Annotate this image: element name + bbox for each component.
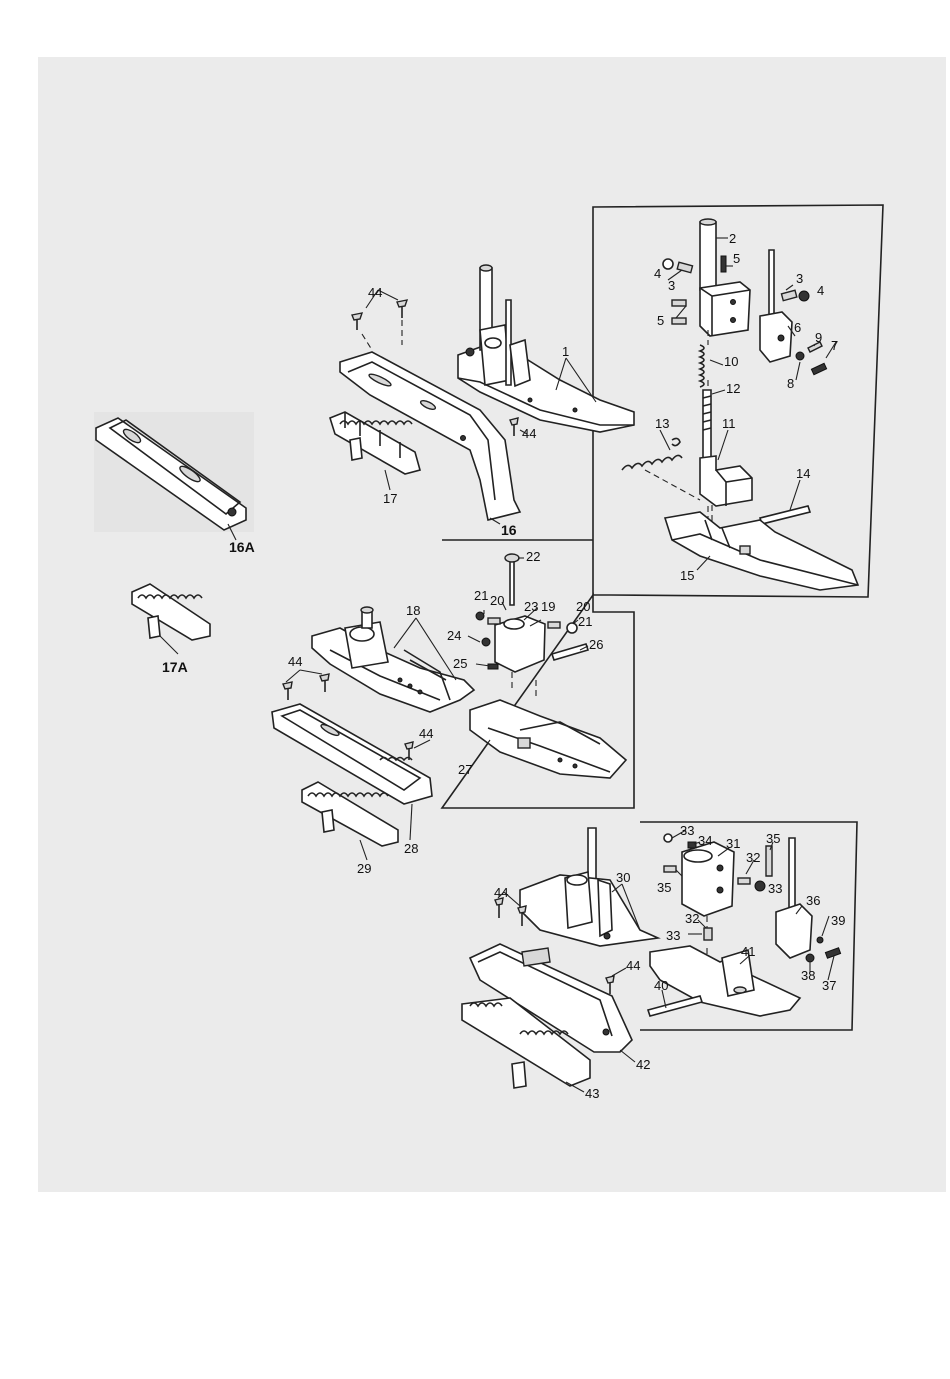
presser-bar-block bbox=[700, 282, 750, 336]
callout-32: 32 bbox=[685, 911, 699, 926]
callout-29: 29 bbox=[357, 861, 371, 876]
presser-foot-assembly-1 bbox=[458, 265, 634, 432]
callout-22: 22 bbox=[526, 549, 540, 564]
callout-16A: 16A bbox=[229, 539, 255, 555]
callout-14: 14 bbox=[796, 466, 810, 481]
callout-12: 12 bbox=[726, 381, 740, 396]
callout-18: 18 bbox=[406, 603, 420, 618]
callout-39: 39 bbox=[831, 913, 845, 928]
callout-2: 2 bbox=[729, 231, 736, 246]
callout-44: 44 bbox=[368, 285, 382, 300]
coil-spring bbox=[622, 455, 682, 470]
callout-44: 44 bbox=[288, 654, 302, 669]
presser-spring bbox=[700, 345, 704, 387]
feed-dog-17A bbox=[132, 584, 210, 640]
callout-21: 21 bbox=[578, 614, 592, 629]
callout-40: 40 bbox=[654, 978, 668, 993]
callout-9: 9 bbox=[815, 330, 822, 345]
callout-25: 25 bbox=[453, 656, 467, 671]
callout-10: 10 bbox=[724, 354, 738, 369]
callout-20: 20 bbox=[576, 599, 590, 614]
callout-3: 3 bbox=[668, 278, 675, 293]
callout-30: 30 bbox=[616, 870, 630, 885]
callout-17: 17 bbox=[383, 491, 397, 506]
callout-21: 21 bbox=[474, 588, 488, 603]
callout-23: 23 bbox=[524, 599, 538, 614]
callout-20: 20 bbox=[490, 593, 504, 608]
presser-foot-27-assembly bbox=[470, 554, 626, 778]
callout-42: 42 bbox=[636, 1057, 650, 1072]
callout-4: 4 bbox=[654, 266, 661, 281]
callout-33: 33 bbox=[768, 881, 782, 896]
callout-36: 36 bbox=[806, 893, 820, 908]
callout-31: 31 bbox=[726, 836, 740, 851]
presser-bar bbox=[700, 222, 716, 290]
callout-44: 44 bbox=[494, 885, 508, 900]
feed-dog-17 bbox=[330, 412, 420, 474]
callout-41: 41 bbox=[741, 944, 755, 959]
callout-33: 33 bbox=[680, 823, 694, 838]
callout-16: 16 bbox=[501, 522, 517, 538]
callout-4: 4 bbox=[817, 283, 824, 298]
callout-15: 15 bbox=[680, 568, 694, 583]
callout-44: 44 bbox=[626, 958, 640, 973]
callout-11: 11 bbox=[722, 416, 736, 431]
callout-5: 5 bbox=[657, 313, 664, 328]
callout-43: 43 bbox=[585, 1086, 599, 1101]
callout-37: 37 bbox=[822, 978, 836, 993]
callout-26: 26 bbox=[589, 637, 603, 652]
callout-3: 3 bbox=[796, 271, 803, 286]
callout-7: 7 bbox=[831, 338, 838, 353]
callout-17A: 17A bbox=[162, 659, 188, 675]
lifting-block bbox=[760, 312, 792, 362]
presser-foot-30 bbox=[520, 828, 658, 946]
callout-1: 1 bbox=[562, 344, 569, 359]
callout-38: 38 bbox=[801, 968, 815, 983]
callout-44: 44 bbox=[419, 726, 433, 741]
callout-33: 33 bbox=[666, 928, 680, 943]
lower-right-assembly bbox=[648, 834, 841, 1016]
callout-6: 6 bbox=[794, 320, 801, 335]
callout-19: 19 bbox=[541, 599, 555, 614]
callout-44: 44 bbox=[522, 426, 536, 441]
callout-27: 27 bbox=[458, 762, 472, 777]
callout-13: 13 bbox=[655, 416, 669, 431]
callout-24: 24 bbox=[447, 628, 461, 643]
callout-32: 32 bbox=[746, 850, 760, 865]
throat-plate bbox=[272, 704, 432, 804]
callout-5: 5 bbox=[733, 251, 740, 266]
callout-35: 35 bbox=[766, 831, 780, 846]
presser-foot-18 bbox=[312, 607, 474, 712]
callout-8: 8 bbox=[787, 376, 794, 391]
callout-34: 34 bbox=[698, 833, 712, 848]
callout-35: 35 bbox=[657, 880, 671, 895]
throat-plate-16A bbox=[94, 412, 254, 532]
callout-28: 28 bbox=[404, 841, 418, 856]
